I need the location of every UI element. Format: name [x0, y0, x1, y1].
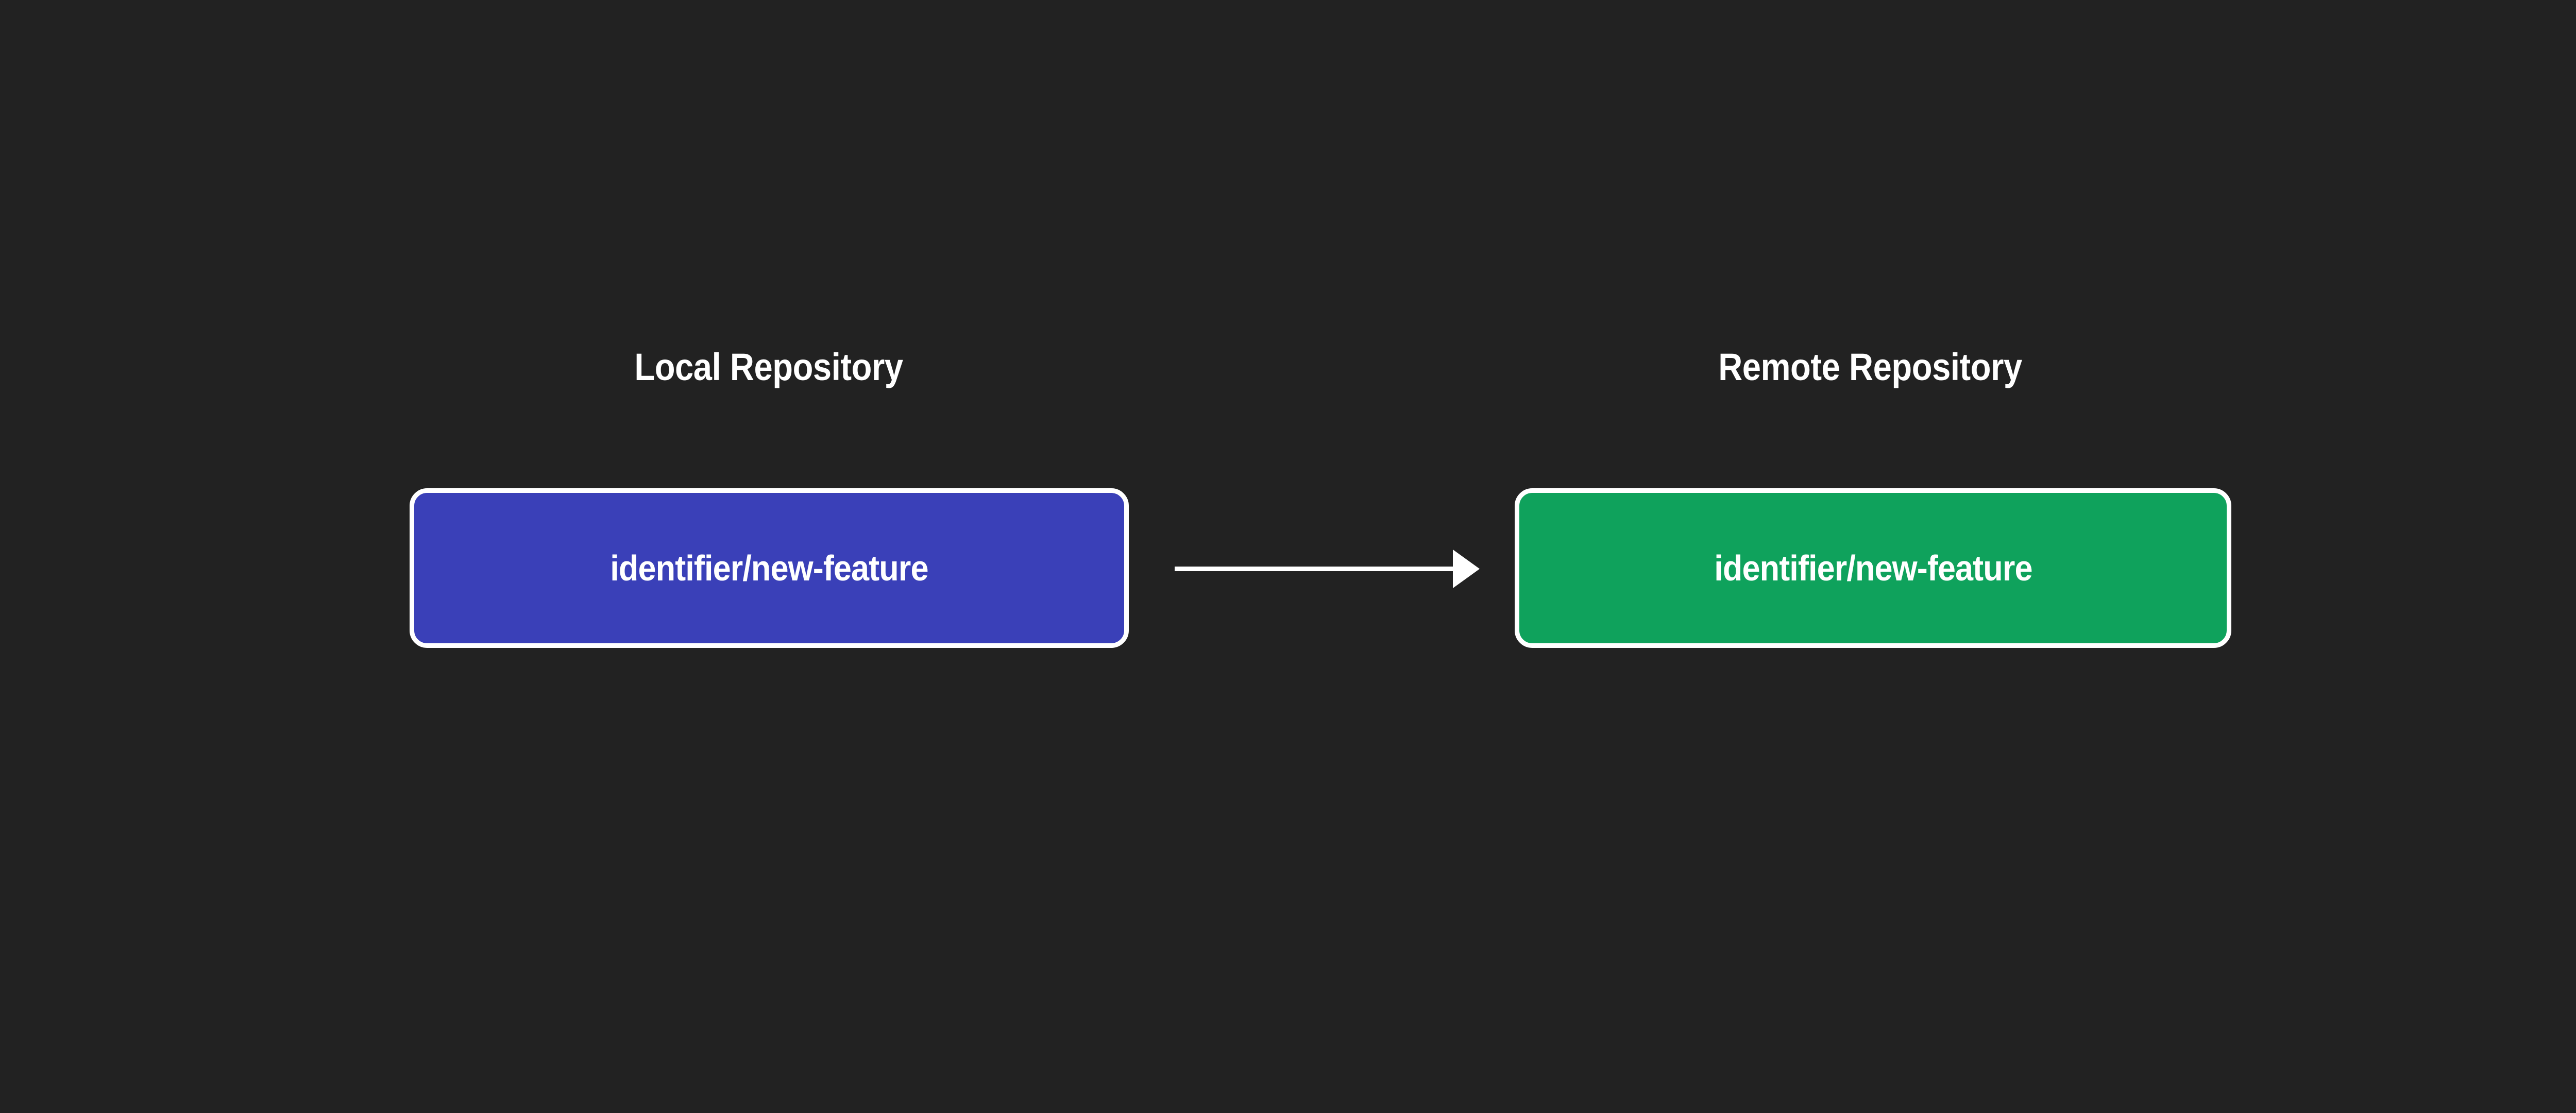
local-branch-box[interactable]: identifier/new-feature [410, 488, 1129, 648]
remote-branch-label: identifier/new-feature [1714, 548, 2032, 588]
push-arrow-icon [1175, 550, 1480, 588]
local-branch-label: identifier/new-feature [610, 548, 928, 588]
remote-branch-box[interactable]: identifier/new-feature [1515, 488, 2231, 648]
local-repository-heading: Local Repository [634, 346, 903, 388]
remote-repository-heading: Remote Repository [1718, 346, 2022, 388]
